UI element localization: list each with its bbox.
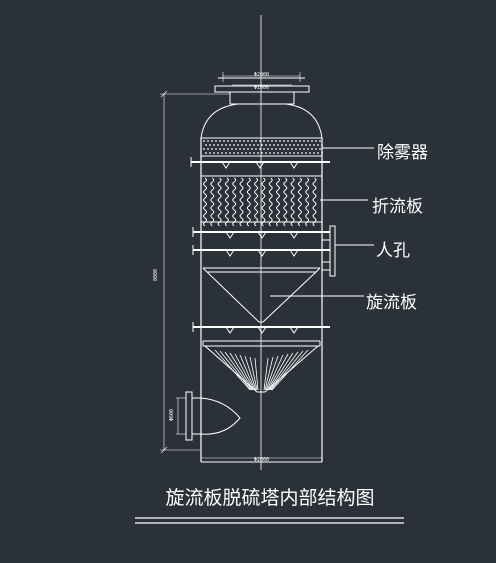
dim-height: 8000 <box>153 268 160 282</box>
spray-header-4 <box>192 322 330 334</box>
gas-inlet <box>176 391 241 441</box>
label-swirl-plate: 旋流板 <box>366 293 417 313</box>
demister-pad <box>200 137 323 157</box>
dim-top-outer: Φ2000 <box>254 72 270 78</box>
manhole <box>321 225 336 277</box>
spray-header-3 <box>192 245 330 257</box>
top-outlet <box>214 77 310 105</box>
top-dimension <box>222 72 301 86</box>
spray-header-1 <box>190 157 330 169</box>
dome-head <box>200 103 323 139</box>
leader-lines <box>270 147 374 297</box>
height-dimension <box>160 90 230 454</box>
swirl-plate-upper <box>202 267 321 323</box>
dim-top-inner: Φ1600 <box>254 85 270 91</box>
spray-header-2 <box>192 227 330 239</box>
dim-bottom: Φ2000 <box>254 457 270 463</box>
label-demister: 除雾器 <box>377 143 428 163</box>
swirl-plate-lower <box>202 340 321 393</box>
dim-inlet: Φ600 <box>169 408 176 422</box>
label-baffle: 折流板 <box>372 197 423 217</box>
diagram-title: 旋流板脱硫塔内部结构图 <box>165 487 375 509</box>
label-manhole: 人孔 <box>376 241 410 261</box>
baffle-waves <box>203 177 317 227</box>
demister-pattern <box>203 140 323 154</box>
